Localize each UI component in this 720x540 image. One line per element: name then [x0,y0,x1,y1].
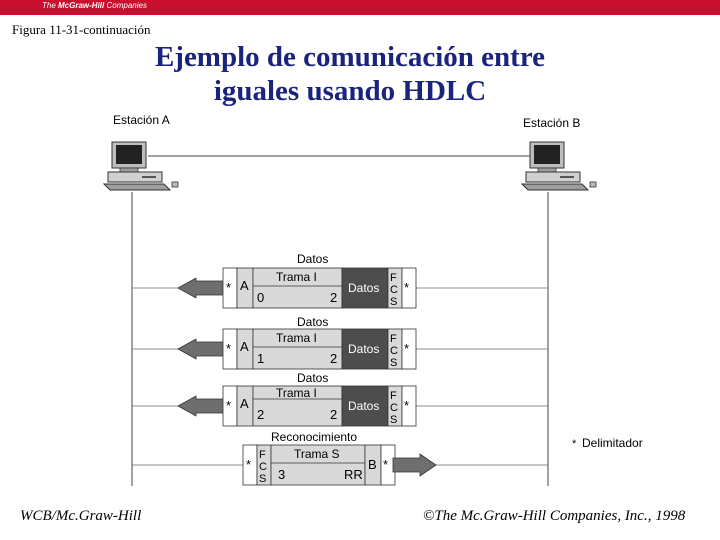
left-arrow-icon [177,395,226,417]
ns-field: 0 [257,290,264,305]
address-field: B [368,457,377,472]
station-a-label: Estación A [113,113,170,127]
payload: Datos [348,342,379,356]
station-b-label: Estación B [523,116,580,130]
fcs-f: F [390,272,397,284]
end-flag: * [404,398,409,413]
end-flag: * [404,341,409,356]
copyright-symbol: © [423,508,435,524]
fcs-c: C [259,461,267,473]
footer-right-text: The Mc.Graw-Hill Companies, Inc., 1998 [434,508,686,524]
fcs-f: F [390,390,397,402]
left-arrow-icon [177,277,226,299]
fcs-f: F [259,449,266,461]
start-flag: * [246,457,251,472]
legend-label: Delimitador [582,436,643,450]
nr-field: 3 [278,467,285,482]
slide-title: Ejemplo de comunicación entre iguales us… [100,40,600,108]
publisher-logo: The McGraw-Hill Companies [42,1,147,10]
address-field: A [240,278,249,293]
start-flag: * [226,341,231,356]
frame-caption: Datos [297,315,328,329]
i-frame-3: Datos * A Trama I 2 2 Datos F C S * [177,371,417,427]
nr-field: 2 [330,290,337,305]
frame-type: Trama S [294,447,340,461]
frame-caption: Reconocimiento [271,430,357,444]
title-line-2: iguales usando HDLC [213,75,487,107]
fcs-s: S [390,414,397,426]
payload: Datos [348,281,379,295]
footer-left: WCB/Mc.Graw-Hill [20,508,142,524]
frame-type: Trama I [276,331,317,345]
frame-caption: Datos [297,371,328,385]
address-field: A [240,396,249,411]
right-arrow-icon [392,453,437,477]
start-flag: * [226,280,231,295]
publisher-banner: The McGraw-Hill Companies [0,0,720,15]
fcs-s: S [390,296,397,308]
frame-caption: Datos [297,252,328,266]
address-field: A [240,339,249,354]
legend-bullet: * [572,438,577,450]
fcs-c: C [390,345,398,357]
payload: Datos [348,399,379,413]
supervisory-code: RR [344,467,363,482]
fcs-c: C [390,402,398,414]
s-frame-ack: Reconocimiento * F C S Trama S 3 RR B * [242,430,437,486]
figure-label: Figura 11-31-continuación [12,22,151,37]
station-b-computer-icon [521,141,597,191]
fcs-s: S [390,357,397,369]
frame-type: Trama I [276,270,317,284]
fcs-f: F [390,333,397,345]
i-frame-2: Datos * A Trama I 1 2 Datos F C S * [177,315,417,370]
end-flag: * [383,457,388,472]
nr-field: 2 [330,407,337,422]
footer-right: ©The Mc.Graw-Hill Companies, Inc., 1998 [423,508,685,525]
end-flag: * [404,280,409,295]
left-arrow-icon [177,338,226,360]
ns-field: 2 [257,407,264,422]
title-line-1: Ejemplo de comunicación entre [154,41,546,73]
i-frame-1: Datos * A Trama I 0 2 Datos F C S * [177,252,417,309]
frame-type: Trama I [276,386,317,400]
nr-field: 2 [330,351,337,366]
fcs-s: S [259,473,266,485]
start-flag: * [226,398,231,413]
fcs-c: C [390,284,398,296]
station-a-computer-icon [103,141,179,191]
ns-field: 1 [257,351,264,366]
